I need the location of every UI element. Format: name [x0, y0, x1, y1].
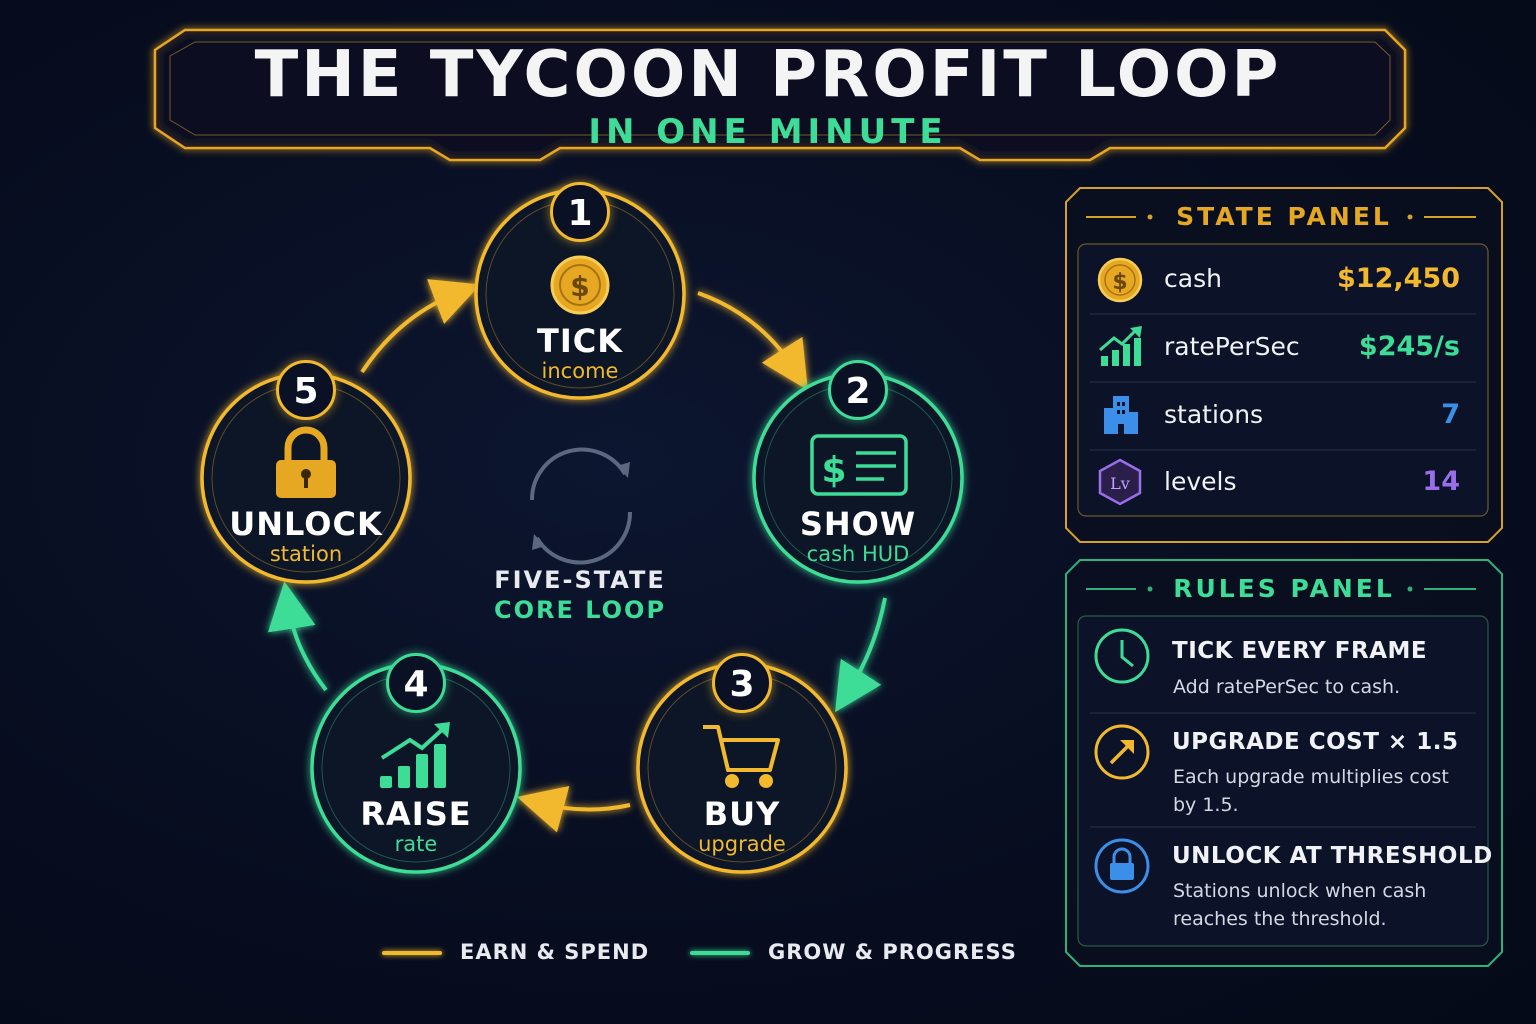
- step-4-label: RAISE: [360, 795, 472, 833]
- state-coin-icon: $: [1097, 257, 1143, 303]
- coin-icon: $: [550, 255, 610, 315]
- arrow-raise-to-unlock: [267, 581, 328, 692]
- step-2-sub: cash HUD: [806, 542, 910, 566]
- state-row-stations-value: 7: [1441, 399, 1460, 430]
- step-2-label: SHOW: [799, 505, 917, 543]
- step-5-label: UNLOCK: [229, 505, 383, 543]
- legend-grow: GROW & PROGRESS: [690, 940, 1017, 970]
- state-row-stations-label: stations: [1164, 400, 1264, 429]
- svg-text:$: $: [821, 450, 846, 491]
- rule-2-desc: Each upgrade multiplies cost by 1.5.: [1173, 766, 1449, 816]
- rule-1-desc: Add ratePerSec to cash.: [1173, 676, 1401, 698]
- arrow-unlock-to-tick: [360, 279, 481, 374]
- legend-earn-label: EARN & SPEND: [460, 940, 650, 964]
- step-2-number: 2: [828, 360, 888, 420]
- step-1-number: 1: [550, 182, 610, 242]
- legend-earn: EARN & SPEND: [382, 940, 649, 970]
- legend-grow-label: GROW & PROGRESS: [768, 940, 1017, 964]
- step-3-label: BUY: [703, 795, 781, 833]
- arrow-up-right-icon: [1094, 724, 1150, 780]
- legend-earn-swatch: [382, 951, 442, 955]
- cash-hud-icon: $: [810, 434, 908, 496]
- legend-grow-swatch: [690, 951, 750, 955]
- rule-1-title: TICK EVERY FRAME: [1172, 638, 1428, 664]
- title-banner: [153, 28, 1407, 162]
- state-row-cash-value: $12,450: [1337, 263, 1460, 294]
- arrow-show-to-buy: [835, 597, 887, 713]
- padlock-icon: [276, 426, 336, 498]
- state-row-rate-value: $245/s: [1358, 331, 1460, 362]
- loop-arrows: [267, 279, 887, 833]
- state-row-levels-value: 14: [1422, 466, 1460, 497]
- svg-text:$: $: [1112, 270, 1127, 295]
- state-row-rate-label: ratePerSec: [1164, 332, 1300, 361]
- page-title: THE TYCOON PROFIT LOOP: [254, 38, 1282, 112]
- rule-2-title: UPGRADE COST × 1.5: [1172, 729, 1459, 755]
- cycle-icon: [529, 447, 633, 565]
- center-label-line1: FIVE-STATE: [494, 566, 666, 594]
- step-1-sub: income: [541, 359, 619, 383]
- state-growth-chart-icon: [1099, 326, 1142, 366]
- step-5-number: 5: [276, 360, 336, 420]
- lock-icon: [1094, 838, 1150, 894]
- center-label-line2: CORE LOOP: [493, 596, 667, 624]
- state-panel-frame: [1065, 187, 1503, 543]
- rule-3-desc: Stations unlock when cash reaches the th…: [1173, 880, 1427, 930]
- state-panel-title: STATE PANEL: [1176, 202, 1392, 231]
- step-3-number: 3: [712, 653, 772, 713]
- step-4-sub: rate: [394, 832, 438, 856]
- clock-icon: [1094, 628, 1150, 684]
- building-icon: [1104, 396, 1138, 434]
- page-subtitle: IN ONE MINUTE: [588, 112, 948, 152]
- rules-panel-frame: [1065, 559, 1503, 967]
- growth-chart-icon: [380, 722, 450, 788]
- step-5-sub: station: [269, 542, 343, 566]
- svg-text:$: $: [570, 270, 589, 303]
- rule-3-title: UNLOCK AT THRESHOLD: [1172, 843, 1493, 869]
- step-3-sub: upgrade: [698, 832, 786, 856]
- level-badge-icon: Lv: [1098, 458, 1142, 506]
- step-1-label: TICK: [536, 322, 623, 360]
- rules-panel-title: RULES PANEL: [1173, 574, 1395, 603]
- step-4-number: 4: [386, 653, 446, 713]
- state-row-levels-label: levels: [1164, 467, 1237, 496]
- svg-text:Lv: Lv: [1110, 474, 1130, 493]
- cart-icon: [703, 725, 780, 788]
- state-row-cash-label: cash: [1164, 264, 1222, 293]
- arrow-tick-to-show: [697, 291, 808, 391]
- arrow-buy-to-raise: [516, 785, 631, 833]
